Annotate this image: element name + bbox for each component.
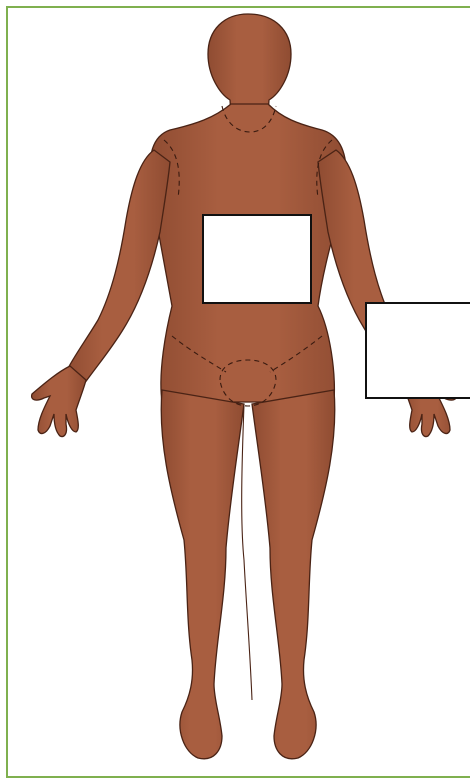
hand-label-box xyxy=(365,302,470,399)
inner-leg-line xyxy=(242,404,252,700)
left-leg xyxy=(161,390,244,759)
chest-label-box xyxy=(202,214,312,304)
left-hand xyxy=(32,366,86,437)
right-leg xyxy=(252,390,335,759)
head xyxy=(208,14,291,116)
left-arm xyxy=(66,150,170,384)
